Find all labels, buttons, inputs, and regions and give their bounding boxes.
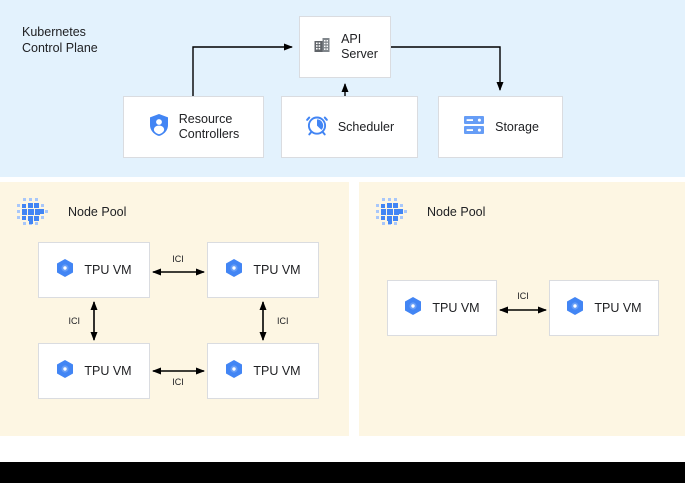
tpu-vm-node[interactable]: TPU VM bbox=[38, 343, 150, 399]
node-pool-right-panel: Node Pool ICI TPU VM bbox=[359, 182, 685, 436]
tpu-vm-label: TPU VM bbox=[253, 263, 301, 277]
shield-user-icon bbox=[148, 113, 170, 142]
hexagon-tpu-icon bbox=[225, 359, 243, 384]
control-plane-title: Kubernetes Control Plane bbox=[22, 25, 98, 55]
hexagon-tpu-icon bbox=[566, 296, 584, 321]
ici-label-bottom-horizontal: ICI bbox=[172, 377, 184, 387]
bottom-bar bbox=[0, 462, 685, 483]
node-pool-left-label: Node Pool bbox=[68, 205, 127, 219]
node-pool-left-panel: Node Pool ICI ICI ICI ICI bbox=[0, 182, 349, 436]
dot-grid-icon bbox=[16, 196, 50, 228]
scheduler-node[interactable]: Scheduler bbox=[281, 96, 418, 158]
node-pool-right-header: Node Pool bbox=[375, 196, 485, 228]
arrow-resource-controllers-to-api-server bbox=[192, 43, 293, 96]
resource-controllers-label: Resource Controllers bbox=[178, 112, 240, 141]
hexagon-tpu-icon bbox=[225, 258, 243, 283]
tpu-vm-node[interactable]: TPU VM bbox=[38, 242, 150, 298]
node-pool-left-header: Node Pool bbox=[16, 196, 126, 228]
tpu-vm-node[interactable]: TPU VM bbox=[207, 242, 319, 298]
dot-grid-icon bbox=[375, 196, 409, 228]
tpu-vm-label: TPU VM bbox=[84, 263, 132, 277]
storage-label: Storage bbox=[495, 119, 539, 134]
scheduler-label: Scheduler bbox=[337, 119, 395, 134]
resource-controllers-node[interactable]: Resource Controllers bbox=[123, 96, 264, 158]
ici-label-right-pool: ICI bbox=[517, 291, 529, 301]
hexagon-tpu-icon bbox=[56, 359, 74, 384]
tpu-vm-node[interactable]: TPU VM bbox=[549, 280, 659, 336]
ici-label-top-horizontal: ICI bbox=[172, 254, 184, 264]
api-server-node[interactable]: API Server bbox=[299, 16, 391, 78]
control-plane-panel: Kubernetes Control Plane bbox=[0, 0, 685, 177]
tpu-vm-node[interactable]: TPU VM bbox=[207, 343, 319, 399]
ici-label-left-vertical: ICI bbox=[68, 316, 80, 326]
hexagon-tpu-icon bbox=[404, 296, 422, 321]
ici-label-right-vertical: ICI bbox=[277, 316, 289, 326]
alarm-clock-icon bbox=[305, 113, 329, 142]
tpu-vm-label: TPU VM bbox=[253, 364, 301, 378]
tpu-vm-label: TPU VM bbox=[594, 301, 642, 315]
node-pool-right-label: Node Pool bbox=[427, 205, 486, 219]
tpu-vm-node[interactable]: TPU VM bbox=[387, 280, 497, 336]
storage-node[interactable]: Storage bbox=[438, 96, 563, 158]
tpu-vm-label: TPU VM bbox=[84, 364, 132, 378]
arrow-api-server-to-storage bbox=[391, 46, 504, 91]
server-rack-icon bbox=[462, 114, 486, 141]
hexagon-tpu-icon bbox=[56, 258, 74, 283]
tpu-vm-label: TPU VM bbox=[432, 301, 480, 315]
api-server-label: API Server bbox=[341, 32, 378, 61]
building-icon bbox=[312, 35, 332, 60]
